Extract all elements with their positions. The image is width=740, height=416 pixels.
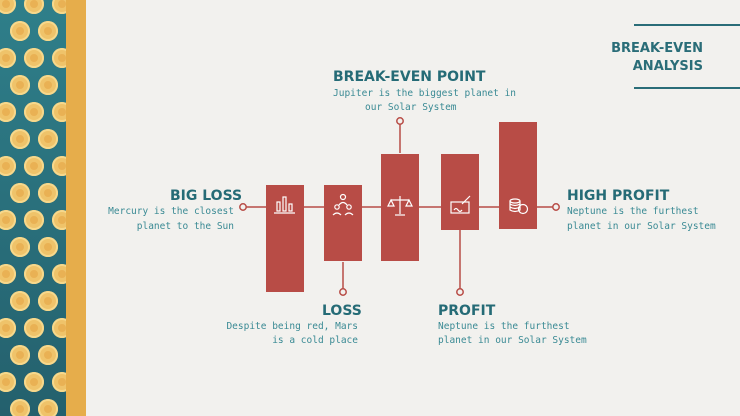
flower-pattern-panel <box>0 0 66 416</box>
flower-decoration <box>10 183 30 203</box>
flower-decoration <box>0 102 16 122</box>
balance-scale-icon <box>387 196 413 216</box>
heading-high-profit: HIGH PROFIT <box>567 188 670 204</box>
flower-decoration <box>10 75 30 95</box>
flower-decoration <box>0 372 16 392</box>
flower-decoration <box>38 291 58 311</box>
desc-loss-line1: Despite being red, Mars <box>226 321 358 332</box>
flower-decoration <box>10 129 30 149</box>
desc-profit-line1: Neptune is the furthest <box>438 321 570 332</box>
heading-big-loss: BIG LOSS <box>170 188 243 204</box>
flower-decoration <box>38 237 58 257</box>
flower-decoration <box>52 318 66 338</box>
slide-title: BREAK-EVEN ANALYSIS <box>611 41 703 74</box>
coin-stack-icon <box>509 198 529 215</box>
flower-decoration <box>38 399 58 416</box>
flower-decoration <box>10 237 30 257</box>
flower-decoration <box>24 264 44 284</box>
connector-dot-loss <box>339 288 347 296</box>
flower-decoration <box>24 210 44 230</box>
flower-decoration <box>10 291 30 311</box>
desc-break-even-line1: Jupiter is the biggest planet in <box>333 88 517 99</box>
flower-decoration <box>52 156 66 176</box>
bar-high-profit <box>499 122 537 229</box>
desc-big-loss-line2: planet to the Sun <box>136 221 234 232</box>
bar-big-loss <box>266 185 304 292</box>
flower-decoration <box>38 129 58 149</box>
flower-decoration <box>0 0 16 14</box>
flower-decoration <box>10 345 30 365</box>
flower-decoration <box>24 0 44 14</box>
flower-decoration <box>0 264 16 284</box>
desc-break-even-line2: our Solar System <box>365 102 457 113</box>
flower-decoration <box>52 210 66 230</box>
flower-decoration <box>52 372 66 392</box>
desc-high-profit-line1: Neptune is the furthest <box>567 206 699 217</box>
flower-decoration <box>10 21 30 41</box>
flower-decoration <box>24 48 44 68</box>
heading-profit: PROFIT <box>438 303 496 319</box>
axis-end-right <box>552 203 560 211</box>
flower-decoration <box>0 210 16 230</box>
bar-loss <box>324 185 362 261</box>
heading-loss: LOSS <box>322 303 362 319</box>
flower-decoration <box>38 75 58 95</box>
flower-decoration <box>24 156 44 176</box>
flower-decoration <box>38 183 58 203</box>
flower-decoration <box>24 372 44 392</box>
desc-profit-line2: planet in our Solar System <box>438 335 587 346</box>
axis-end-left <box>239 203 247 211</box>
flower-decoration <box>38 21 58 41</box>
flower-decoration <box>0 156 16 176</box>
desc-high-profit-line2: planet in our Solar System <box>567 221 716 232</box>
flower-decoration <box>0 48 16 68</box>
team-icon <box>332 193 354 216</box>
connector-dot-profit <box>456 288 464 296</box>
flower-decoration <box>10 399 30 416</box>
flower-decoration <box>52 264 66 284</box>
decorative-stripe <box>66 0 86 416</box>
signed-check-icon <box>450 195 471 214</box>
desc-big-loss-line1: Mercury is the closest <box>108 206 234 217</box>
bar-profit <box>441 154 479 230</box>
connector-dot-break-even <box>396 117 404 125</box>
title-divider-top <box>634 24 740 26</box>
flower-decoration <box>0 318 16 338</box>
bar-chart-icon <box>274 196 295 214</box>
flower-decoration <box>52 48 66 68</box>
desc-loss-line2: is a cold place <box>272 335 358 346</box>
heading-break-even-point: BREAK-EVEN POINT <box>333 69 486 85</box>
flower-decoration <box>24 318 44 338</box>
flower-decoration <box>24 102 44 122</box>
title-divider-bottom <box>634 87 740 89</box>
flower-decoration <box>52 102 66 122</box>
flower-decoration <box>38 345 58 365</box>
flower-decoration <box>52 0 66 14</box>
